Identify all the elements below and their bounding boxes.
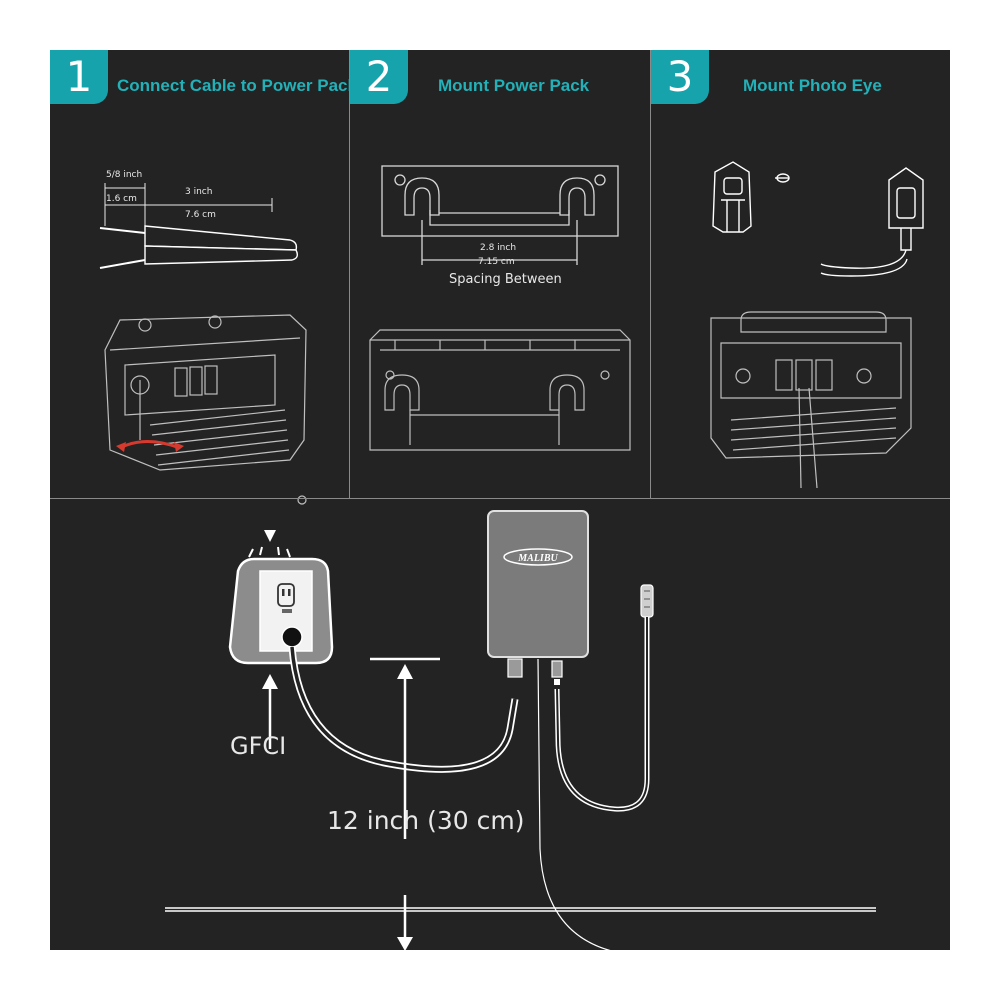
photo-eye-illustration [712, 161, 924, 277]
strip-length-cm-label: 1.6 cm [106, 194, 137, 204]
step-1-panel: 1 Connect Cable to Power Pack 5/8 inch 1… [50, 50, 357, 505]
brand-logo: MALIBU [517, 553, 558, 564]
separate-length-inch-label: 3 inch [185, 187, 213, 197]
installation-overview-illustration: MALIBU [165, 510, 876, 950]
power-pack-bottom-illustration [104, 314, 307, 505]
step-3-panel: 3 Mount Photo Eye [651, 50, 950, 498]
strip-length-inch-label: 5/8 inch [106, 170, 143, 180]
step-1-badge: 1 [50, 50, 108, 104]
divider [349, 50, 350, 498]
step-3-badge: 3 [651, 50, 709, 104]
spacing-between-label: Spacing Between [449, 272, 562, 287]
divider [50, 498, 950, 499]
power-pack-icon [487, 510, 589, 685]
step-2-panel: 2 Mount Power Pack [350, 50, 649, 498]
spacing-inch-label: 2.8 inch [480, 243, 517, 253]
separate-length-cm-label: 7.6 cm [185, 210, 216, 220]
height-label: 12 inch (30 cm) [327, 806, 525, 835]
power-pack-terminal-illustration [710, 311, 912, 489]
instruction-diagram: 1 Connect Cable to Power Pack 5/8 inch 1… [50, 50, 950, 950]
gfci-label: GFCI [230, 732, 287, 760]
step-2-title: Mount Power Pack [438, 76, 590, 95]
divider [650, 50, 651, 498]
spacing-cm-label: 7.15 cm [478, 257, 515, 267]
mounting-bracket-illustration [369, 165, 631, 451]
gfci-outlet-icon [228, 530, 334, 665]
step-3-title: Mount Photo Eye [743, 76, 882, 95]
photo-eye-icon [640, 584, 654, 618]
step-1-title: Connect Cable to Power Pack [117, 76, 357, 95]
cable-strip-illustration [99, 183, 299, 269]
step-2-badge: 2 [350, 50, 408, 104]
gfci-arrow-icon [262, 674, 278, 749]
